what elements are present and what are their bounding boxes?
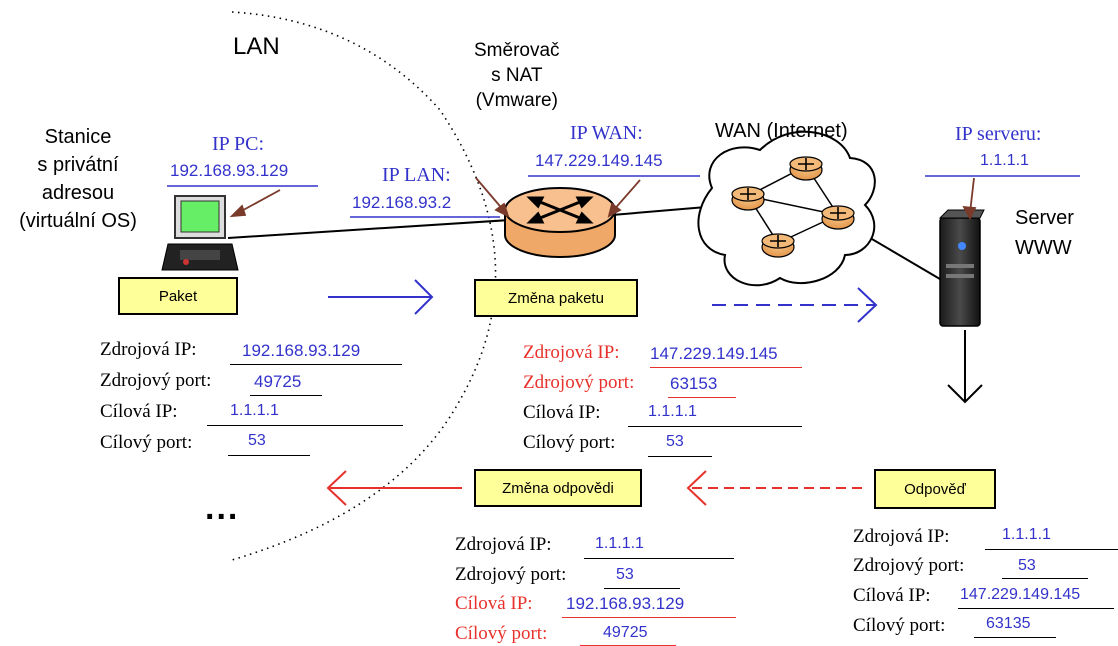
ip-server-value: 1.1.1.1 [980, 152, 1029, 169]
wan-cloud [697, 130, 876, 287]
field-value-src-port: 63153 [670, 374, 718, 393]
field-value-src-port: 49725 [254, 372, 302, 391]
ip-wan-label: IP WAN: [570, 122, 643, 144]
ip-pc-value: 192.168.93.129 [170, 161, 289, 180]
ip-lan-value: 192.168.93.2 [352, 193, 452, 212]
field-label-src-ip: Zdrojová IP: [455, 534, 552, 555]
box-zmena-odpovedi: Změna odpovědi [474, 469, 642, 507]
field-value-src-port: 53 [616, 566, 634, 583]
field-value-dst-ip: 192.168.93.129 [566, 594, 685, 613]
field-value-src-ip: 147.229.149.145 [650, 344, 778, 363]
field-label-dst-ip: Cílová IP: [853, 585, 931, 606]
field-value-src-ip: 1.1.1.1 [595, 535, 644, 552]
field-value-dst-ip: 1.1.1.1 [648, 403, 697, 420]
field-label-src-ip: Zdrojová IP: [100, 339, 197, 360]
lan-label: LAN [233, 33, 280, 60]
field-label-src-ip: Zdrojová IP: [523, 342, 620, 363]
flow-arrow-server-down [947, 330, 983, 404]
link-pc-router [227, 219, 511, 239]
field-value-src-ip: 1.1.1.1 [1002, 526, 1051, 543]
pc-icon [161, 195, 239, 271]
field-value-dst-port: 49725 [603, 624, 648, 641]
flow-arrow-response [686, 470, 862, 506]
wan-label: WAN (Internet) [715, 120, 848, 142]
ip-server-label: IP serveru: [955, 123, 1042, 145]
flow-arrow-response-lan [326, 470, 462, 506]
field-label-dst-port: Cílový port: [455, 623, 548, 644]
field-value-src-port: 53 [1018, 557, 1036, 574]
router-label: Směrovač s NAT (Vmware) [474, 40, 560, 111]
flow-arrow-wan [712, 287, 878, 323]
field-value-dst-port: 53 [248, 432, 266, 449]
field-label-dst-ip: Cílová IP: [455, 593, 533, 614]
field-value-dst-ip: 147.229.149.145 [960, 586, 1081, 603]
server-icon [938, 209, 985, 327]
ip-wan-value: 147.229.149.145 [535, 151, 663, 170]
field-label-src-port: Zdrojový port: [523, 372, 635, 393]
flow-arrow-request [328, 279, 434, 315]
field-label-src-port: Zdrojový port: [455, 564, 567, 585]
box-odpoved: Odpověď [874, 469, 996, 509]
field-value-dst-port: 53 [666, 433, 684, 450]
field-label-dst-port: Cílový port: [853, 615, 946, 636]
field-value-src-ip: 192.168.93.129 [242, 341, 361, 360]
field-label-src-port: Zdrojový port: [100, 370, 212, 391]
router-icon [504, 187, 616, 258]
box-paket: Paket [118, 277, 238, 315]
ip-pc-label: IP PC: [212, 133, 265, 155]
field-label-src-ip: Zdrojová IP: [853, 526, 950, 547]
station-label: Stanice s privátní adresou (virtuální OS… [19, 126, 137, 232]
field-label-dst-port: Cílový port: [100, 432, 193, 453]
ip-lan-label: IP LAN: [382, 164, 451, 186]
field-label-dst-ip: Cílová IP: [100, 401, 178, 422]
field-label-src-port: Zdrojový port: [853, 555, 965, 576]
link-wan-server [859, 231, 946, 283]
lan-boundary [231, 11, 497, 561]
field-label-dst-ip: Cílová IP: [523, 402, 601, 423]
box-zmena-paketu: Změna paketu [474, 279, 638, 317]
field-value-dst-port: 63135 [986, 615, 1031, 632]
ellipsis: ... [205, 489, 240, 527]
field-value-dst-ip: 1.1.1.1 [230, 402, 279, 419]
field-label-dst-port: Cílový port: [523, 432, 616, 453]
server-label: Server WWW [1015, 207, 1074, 259]
